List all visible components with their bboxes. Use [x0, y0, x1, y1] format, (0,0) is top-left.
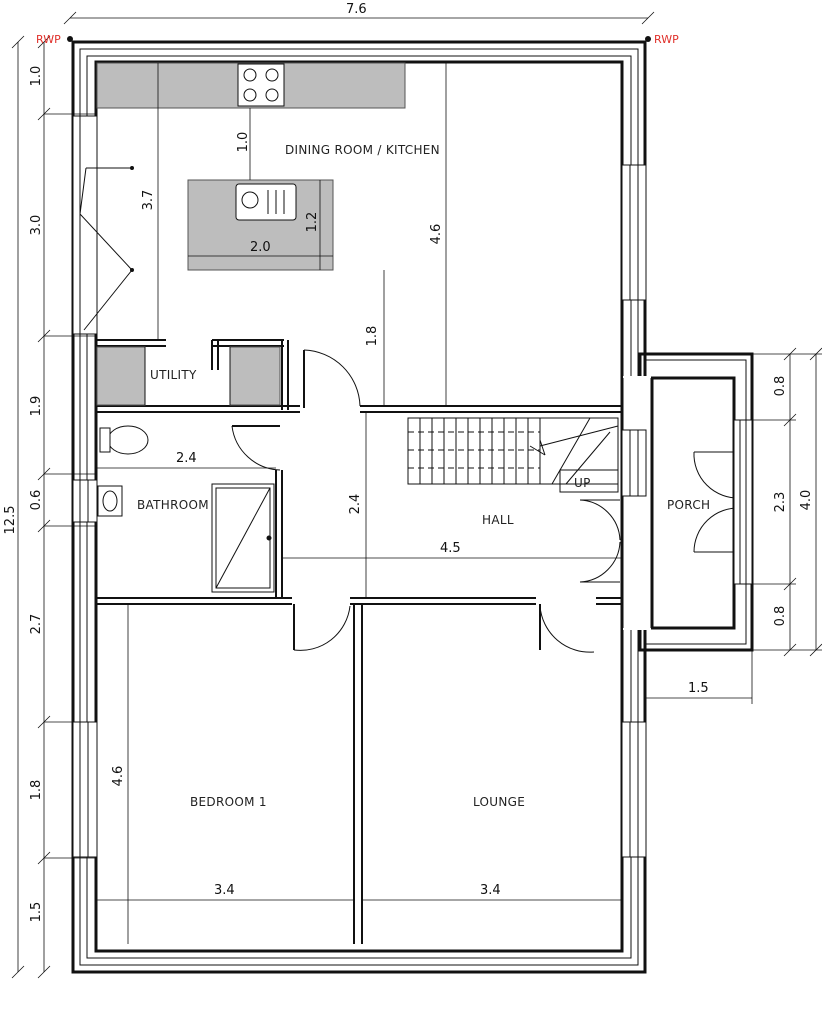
porch-side-window	[621, 429, 647, 497]
dim-kitchen-depth: 3.7	[141, 190, 156, 211]
dim-left-6: 1.8	[29, 780, 44, 801]
dim-left-2: 3.0	[29, 215, 44, 236]
room-label-bathroom: BATHROOM	[137, 498, 209, 512]
room-label-porch: PORCH	[667, 498, 710, 512]
dim-hall-depth: 2.4	[348, 494, 363, 515]
dim-island-to-hall: 1.8	[365, 326, 380, 347]
internal-walls	[96, 339, 622, 944]
dim-left-5: 2.7	[29, 614, 44, 635]
dim-porch-projection: 1.5	[688, 681, 709, 696]
toilet	[107, 425, 149, 455]
dim-hall-width: 4.5	[440, 541, 461, 556]
doors	[231, 349, 753, 653]
dim-porch-mid: 2.3	[773, 492, 788, 513]
rwp-right-label: RWP	[654, 33, 679, 46]
island-sink	[235, 183, 297, 221]
rainwater-pipe-markers: RWP RWP	[36, 33, 679, 46]
dim-left-7: 1.5	[29, 902, 44, 923]
room-label-bedroom: BEDROOM 1	[190, 795, 267, 809]
dimension-lines	[11, 11, 822, 979]
dim-left-1: 1.0	[29, 66, 44, 87]
dim-left-4: 0.6	[29, 490, 44, 511]
room-label-hall: HALL	[482, 513, 514, 527]
dim-porch-total: 4.0	[799, 490, 814, 511]
bathroom-window	[72, 479, 98, 523]
dimension-labels: 7.6 12.5 1.0 3.0 1.9 0.6 2.7 1.8 1.5 1.0…	[3, 2, 814, 922]
kitchen-fittings	[96, 62, 406, 271]
utility-worktop-right	[229, 346, 281, 406]
bathroom-fittings	[97, 425, 275, 593]
bedroom-window	[72, 721, 98, 858]
dim-bedroom-width: 3.4	[214, 883, 235, 898]
dim-porch-bottom: 0.8	[773, 606, 788, 627]
dim-left-3: 1.9	[29, 396, 44, 417]
staircase	[407, 417, 619, 493]
room-label-utility: UTILITY	[150, 368, 197, 382]
dim-porch-top: 0.8	[773, 376, 788, 397]
dim-bathroom-width: 2.4	[176, 451, 197, 466]
external-walls	[71, 40, 754, 974]
dim-lounge-width: 3.4	[480, 883, 501, 898]
rwp-right-marker	[645, 36, 651, 42]
room-labels: DINING ROOM / KITCHEN UTILITY BATHROOM H…	[137, 143, 710, 809]
windows	[72, 164, 647, 858]
hob	[237, 63, 285, 107]
dim-island-width: 2.0	[250, 240, 271, 255]
room-label-dining-kitchen: DINING ROOM / KITCHEN	[285, 143, 440, 157]
lounge-window	[621, 721, 647, 858]
stairs-up-label: UP	[574, 476, 591, 490]
kitchen-window	[621, 164, 647, 301]
rwp-left-marker	[67, 36, 73, 42]
bifold-doors	[72, 115, 134, 335]
dim-island-depth: 1.2	[305, 212, 320, 233]
utility-worktop-left	[96, 346, 146, 406]
dim-bedroom-height: 4.6	[111, 766, 126, 787]
rwp-left-label: RWP	[36, 33, 61, 46]
dim-kitchen-hob-gap: 1.0	[236, 132, 251, 153]
room-label-lounge: LOUNGE	[473, 795, 525, 809]
dim-kitchen-height: 4.6	[429, 224, 444, 245]
dim-overall-width: 7.6	[346, 2, 367, 17]
dim-overall-height: 12.5	[3, 506, 18, 535]
